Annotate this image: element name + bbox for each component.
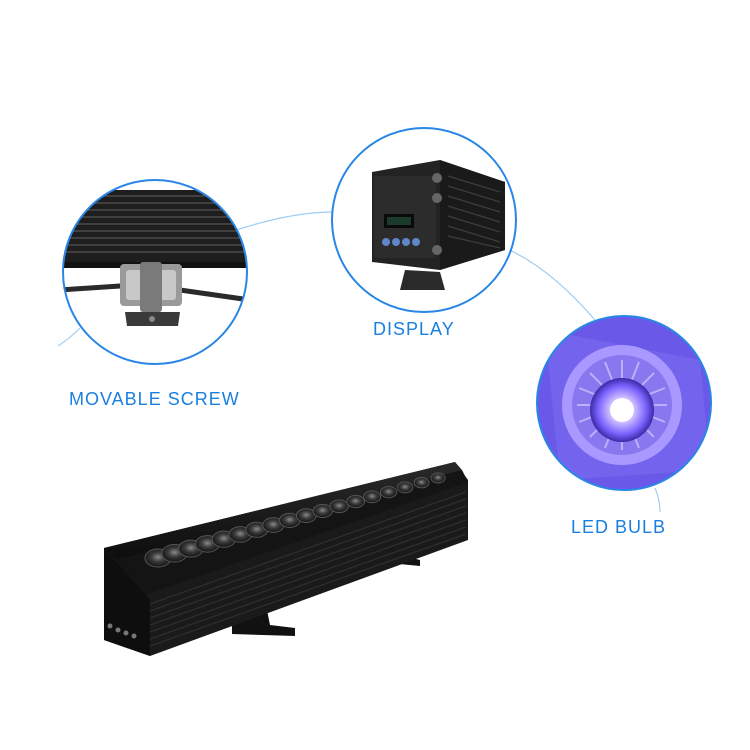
led-lens	[329, 499, 349, 514]
display-label: DISPLAY	[373, 319, 455, 339]
movable-screw-callout	[62, 179, 248, 365]
display-callout	[331, 127, 517, 313]
led-bulb-callout	[536, 315, 712, 491]
led-lens	[346, 494, 366, 509]
led-lens	[430, 472, 446, 484]
led-lens	[379, 485, 398, 499]
led-lens	[396, 481, 414, 494]
led-wall-washer-bar	[104, 462, 468, 656]
led-lens-row	[144, 472, 446, 568]
led-lens	[363, 490, 382, 504]
led-lens	[312, 503, 333, 519]
led-bulb-label: LED BULB	[571, 517, 667, 537]
movable-screw-label: MOVABLE SCREW	[69, 389, 240, 409]
led-lens	[413, 477, 430, 489]
